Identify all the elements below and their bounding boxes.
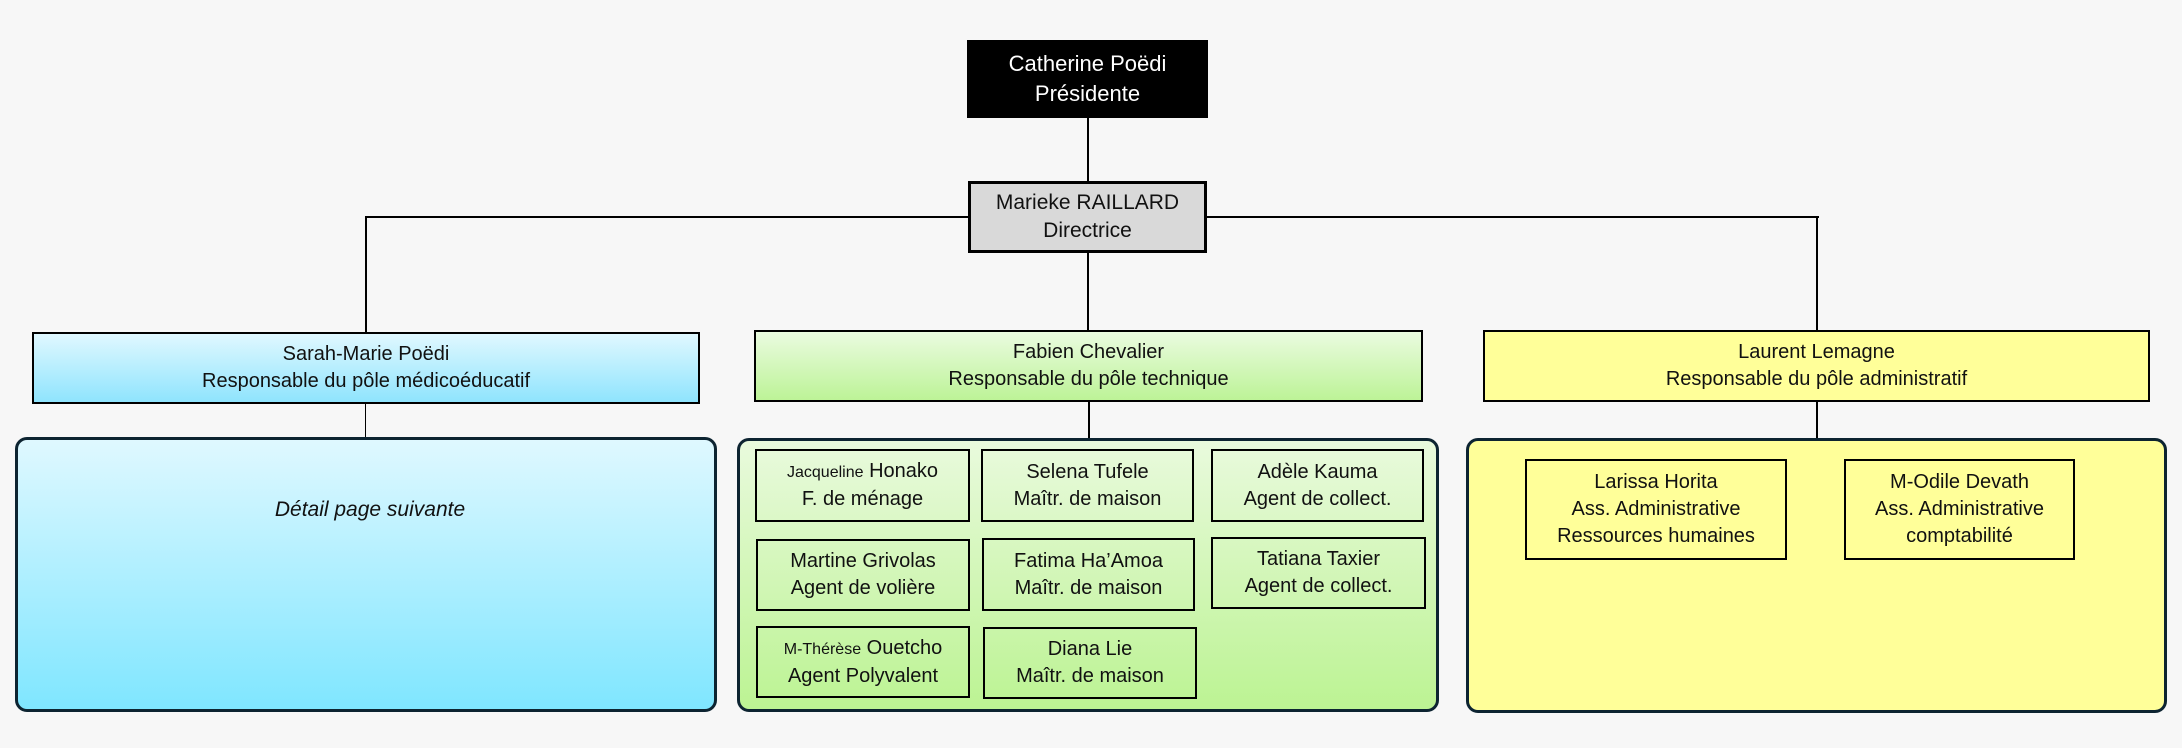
staff-card[interactable]: Diana Lie Maîtr. de maison [983,627,1197,699]
staff-detail: Ressources humaines [1557,525,1755,547]
connector-right-down [1816,216,1818,330]
pole-container-medicoeducatif [15,437,717,712]
staff-role: Maîtr. de maison [1014,576,1163,599]
staff-detail: comptabilité [1906,525,2013,547]
pole-head-name: Fabien Chevalier [1012,341,1165,363]
staff-name: Jacqueline Honako [787,458,938,486]
pole-container-administratif [1466,438,2167,713]
staff-name: M-Thérèse Ouetcho [784,635,943,663]
connector-left-down [365,216,367,332]
staff-card[interactable]: Jacqueline Honako F. de ménage [755,449,970,522]
pole-head-medicoeducatif[interactable]: Sarah-Marie Poëdi Responsable du pôle mé… [32,332,700,404]
staff-role: Agent de collect. [1243,487,1392,510]
president-node[interactable]: Catherine Poëdi Présidente [967,40,1208,118]
connector-left-container [365,403,366,438]
staff-name: Adèle Kauma [1257,460,1378,483]
staff-role: Maîtr. de maison [1013,487,1162,510]
staff-role: Maîtr. de maison [1016,665,1164,687]
connector-center-container [1088,402,1090,438]
staff-name-main: Ouetcho [866,636,943,659]
staff-card[interactable]: Tatiana Taxier Agent de collect. [1211,537,1426,609]
director-role: Directrice [1043,219,1132,242]
pole-head-role: Responsable du pôle administratif [1665,368,1968,390]
pole-head-administratif[interactable]: Laurent Lemagne Responsable du pôle admi… [1483,330,2150,402]
detail-note: Détail page suivante [274,498,466,521]
staff-role: Agent de collect. [1244,575,1393,597]
staff-name-main: Honako [869,460,938,482]
staff-role: Agent de volière [790,577,936,599]
staff-name: Tatiana Taxier [1256,548,1381,570]
staff-card[interactable]: M-Odile Devath Ass. Administrative compt… [1844,459,2075,560]
staff-name: Diana Lie [1047,638,1133,660]
staff-card[interactable]: Selena Tufele Maîtr. de maison [981,449,1194,522]
connector-right-container [1816,402,1818,438]
staff-name: Selena Tufele [1026,460,1149,483]
pole-head-role: Responsable du pôle technique [948,368,1229,390]
staff-name: Larissa Horita [1594,471,1718,493]
staff-card[interactable]: M-Thérèse Ouetcho Agent Polyvalent [756,626,970,698]
president-name: Catherine Poëdi [1008,51,1167,76]
staff-card[interactable]: Fatima Ha’Amoa Maîtr. de maison [982,538,1195,611]
connector-president-director [1087,118,1089,181]
director-name: Marieke RAILLARD [995,191,1180,214]
staff-role: Agent Polyvalent [787,664,939,687]
staff-name: Martine Grivolas [790,550,936,572]
pole-head-technique[interactable]: Fabien Chevalier Responsable du pôle tec… [754,330,1423,402]
staff-role: Ass. Administrative [1875,498,2044,520]
staff-card[interactable]: Larissa Horita Ass. Administrative Resso… [1525,459,1787,560]
connector-center-down [1087,253,1089,330]
staff-name-prefix: Jacqueline [787,464,864,481]
pole-head-role: Responsable du pôle médicoéducatif [202,370,530,392]
director-node[interactable]: Marieke RAILLARD Directrice [968,181,1207,253]
staff-name: M-Odile Devath [1890,471,2029,493]
staff-role: F. de ménage [801,488,924,510]
staff-card[interactable]: Martine Grivolas Agent de volière [756,539,970,611]
pole-container-technique [737,438,1439,712]
staff-name: Fatima Ha’Amoa [1014,549,1163,572]
staff-role: Ass. Administrative [1571,498,1741,520]
staff-name-prefix: M-Thérèse [783,640,862,658]
pole-head-name: Laurent Lemagne [1738,341,1895,363]
pole-head-name: Sarah-Marie Poëdi [282,343,450,365]
president-role: Présidente [1034,81,1141,106]
staff-card[interactable]: Adèle Kauma Agent de collect. [1211,449,1424,522]
